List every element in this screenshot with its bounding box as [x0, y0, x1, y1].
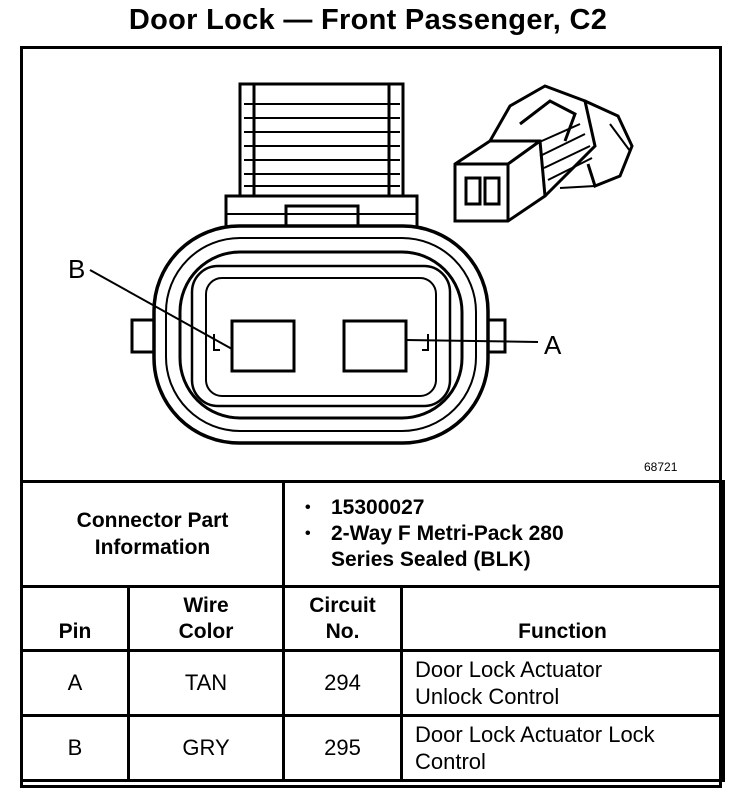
header-circuit-no-text: Circuit No. [309, 593, 376, 643]
function-cell: Door Lock Actuator Lock Control [400, 714, 725, 782]
pin-cell: B [20, 714, 130, 782]
part-number: 15300027 [331, 496, 425, 519]
header-function: Function [400, 585, 725, 652]
part-info-label: Connector Part Information [76, 509, 229, 559]
outer-frame [20, 46, 722, 788]
header-pin: Pin [20, 585, 130, 652]
function-text: Door Lock Actuator Lock Control [415, 722, 655, 774]
wire-color-cell: TAN [127, 649, 285, 717]
connector-table: Connector Part Information • 15300027 • … [20, 480, 725, 782]
header-circuit-no: Circuit No. [282, 585, 403, 652]
function-text: Door Lock Actuator Unlock Control [415, 657, 603, 709]
header-wire-color: Wire Color [127, 585, 285, 652]
circuit-cell: 295 [282, 714, 403, 782]
header-wire-color-text: Wire Color [178, 593, 234, 643]
bullet-icon: • [305, 499, 311, 516]
part-info-row: Connector Part Information • 15300027 • … [20, 480, 725, 588]
wire-color-cell: GRY [127, 714, 285, 782]
table-row: B GRY 295 Door Lock Actuator Lock Contro… [20, 714, 725, 782]
part-info-values: • 15300027 • 2-Way F Metri-Pack 280 Seri… [282, 480, 725, 588]
connector-drawing [89, 82, 634, 445]
part-info-label-cell: Connector Part Information [20, 480, 285, 588]
bullet-icon: • [305, 525, 311, 542]
connector-diagram: B A 68721 [20, 46, 722, 482]
pin-cell: A [20, 649, 130, 717]
part-description: 2-Way F Metri-Pack 280 Series Sealed (BL… [331, 522, 564, 571]
callout-label-a: A [544, 330, 562, 360]
callout-label-b: B [68, 254, 86, 284]
table-header-row: Pin Wire Color Circuit No. Function [20, 585, 725, 652]
table-row: A TAN 294 Door Lock Actuator Unlock Cont… [20, 649, 725, 717]
function-cell: Door Lock Actuator Unlock Control [400, 649, 725, 717]
circuit-cell: 294 [282, 649, 403, 717]
part-info-item: • 2-Way F Metri-Pack 280 Series Sealed (… [305, 521, 722, 573]
figure-number: 68721 [644, 460, 678, 474]
page-title: Door Lock — Front Passenger, C2 [128, 4, 608, 36]
part-info-item: • 15300027 [305, 495, 722, 521]
